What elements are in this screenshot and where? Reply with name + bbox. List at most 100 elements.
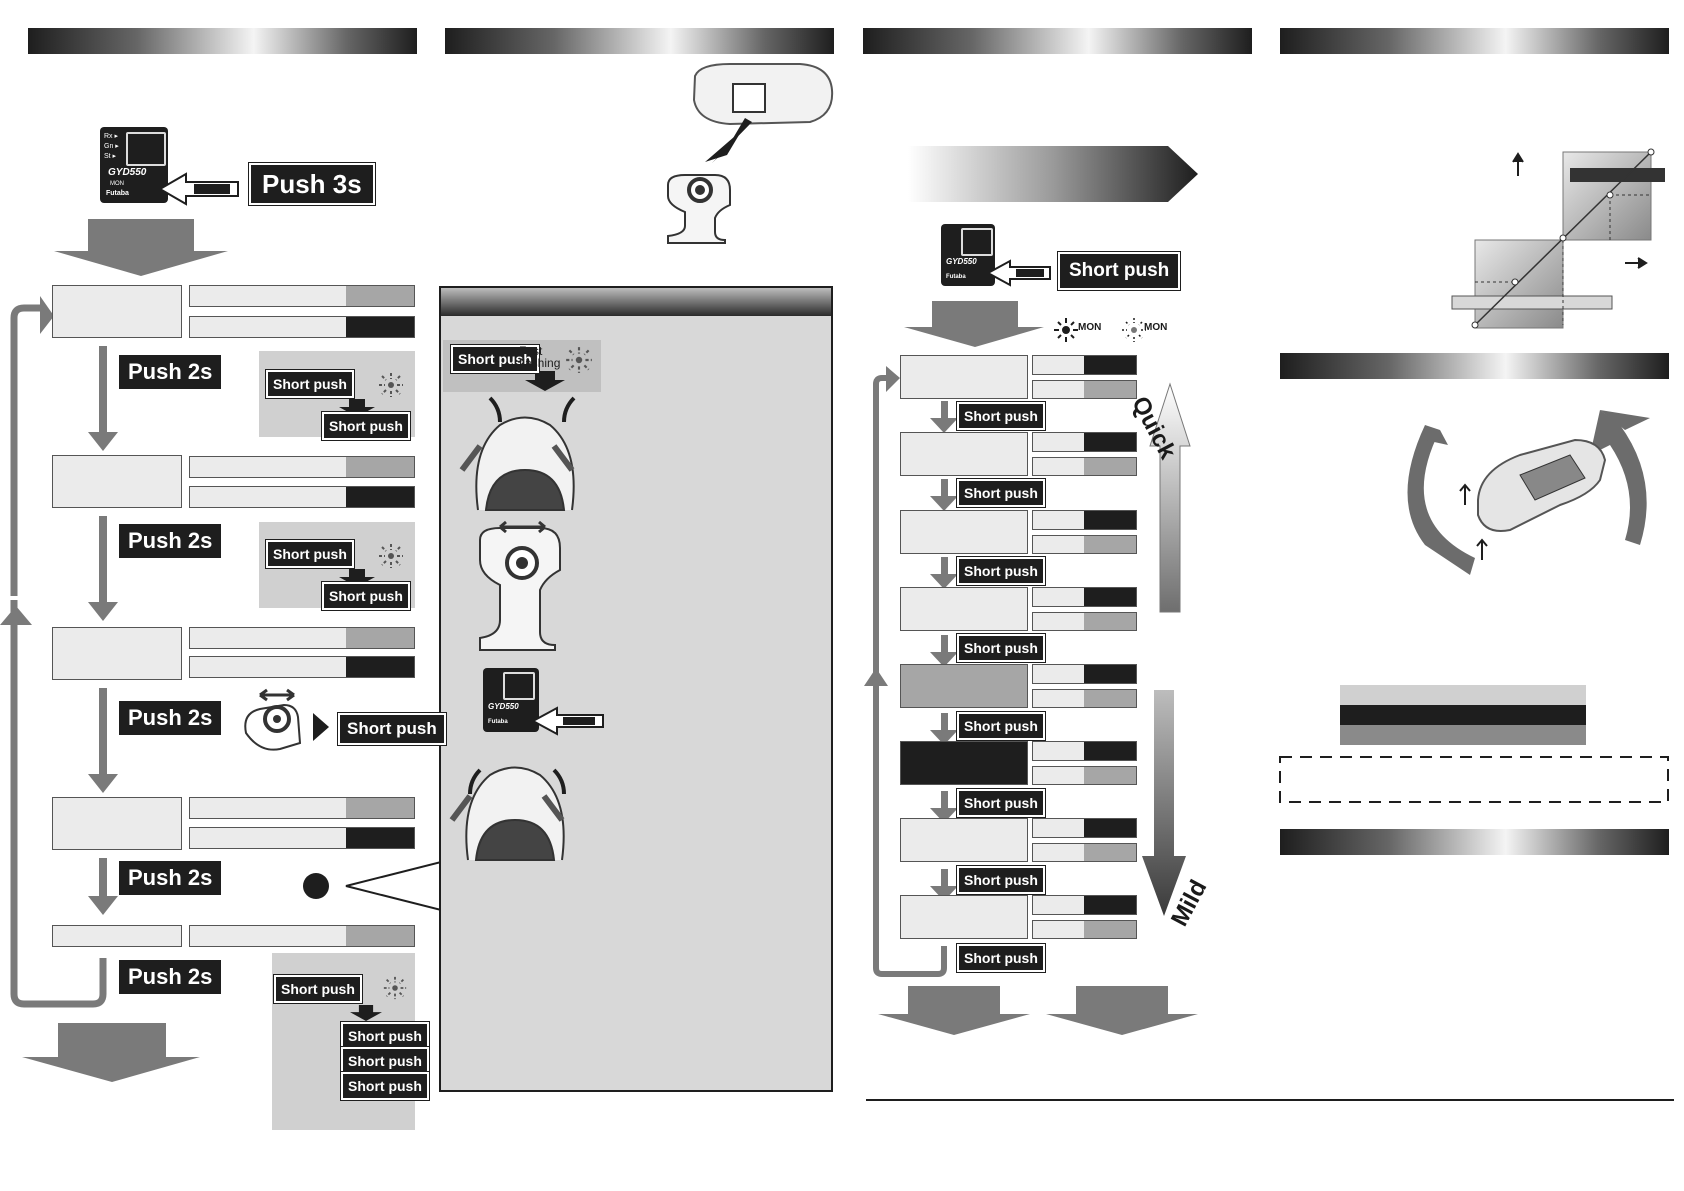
menu-box-3 xyxy=(52,627,182,680)
car-top-view xyxy=(692,63,834,163)
section-header-1 xyxy=(28,28,417,54)
short-push-label: Short push xyxy=(324,584,408,608)
gradient-arrow xyxy=(908,146,1198,202)
short-push-label: Short push xyxy=(340,715,444,743)
gain-row-5 xyxy=(900,664,1028,708)
transmitter-2 xyxy=(479,520,561,651)
car-front-view-2 xyxy=(449,766,566,861)
push-2s-label-3: Push 2s xyxy=(119,701,222,735)
col1-loop-line xyxy=(10,304,107,1008)
sub-panel-2: Short push Short push xyxy=(259,522,415,608)
gain-row-3 xyxy=(900,510,1028,554)
section-header-4 xyxy=(1280,28,1669,54)
setting-bar-1a xyxy=(189,285,415,307)
short-push-label: Short push xyxy=(1060,254,1179,288)
gain-bar-2a xyxy=(1032,432,1137,452)
gyd550-device-1: Rx ▸ Gn ▸ St ▸ GYD550 MON Futaba xyxy=(100,127,168,203)
short-push-label: Short push xyxy=(343,1074,427,1098)
mon-flash-icon-2 xyxy=(1122,318,1146,342)
device-brand: Futaba xyxy=(488,719,508,725)
push-2s-label-1: Push 2s xyxy=(119,355,222,389)
flash-icon xyxy=(564,345,594,375)
device-brand: Futaba xyxy=(946,274,966,280)
section-header-5 xyxy=(1280,353,1669,379)
right-arrow-icon xyxy=(313,713,329,741)
section-header-2 xyxy=(445,28,834,54)
section-header-6 xyxy=(1280,829,1669,855)
callout-dot xyxy=(303,873,329,899)
short-push-label: Short push xyxy=(959,636,1043,660)
push-pin-arrow-1 xyxy=(160,172,242,206)
gyd550-device-3: GYD550 Futaba xyxy=(483,668,539,732)
mild-arrow xyxy=(1142,690,1186,916)
gain-bar-dark xyxy=(1340,705,1586,725)
setting-bar-4a xyxy=(189,797,415,819)
push-2s-label-2: Push 2s xyxy=(119,524,222,558)
gain-bar-light xyxy=(1340,685,1586,705)
setting-bar-4b xyxy=(189,827,415,849)
gain-bar-8a xyxy=(1032,895,1137,915)
push-2s-label-4: Push 2s xyxy=(119,861,222,895)
menu-box-2 xyxy=(52,455,182,508)
gain-bar-3a xyxy=(1032,510,1137,530)
flash-icon xyxy=(377,371,405,399)
device-model: GYD550 xyxy=(488,702,519,711)
flash-icon xyxy=(377,542,405,570)
push-3s-label: Push 3s xyxy=(251,165,373,203)
device-mon: MON xyxy=(110,181,124,187)
gain-bar-5a xyxy=(1032,664,1137,684)
response-graph xyxy=(1451,148,1665,329)
short-push-label: Short push xyxy=(959,946,1043,970)
gain-row-8 xyxy=(900,895,1028,939)
short-push-label: Short push xyxy=(324,414,408,438)
quick-arrow xyxy=(1149,382,1191,613)
menu-box-4 xyxy=(52,797,182,850)
gain-bar-5b xyxy=(1032,689,1137,708)
device-ports: Rx ▸ Gn ▸ St ▸ xyxy=(104,133,119,160)
push-pin-arrow-2 xyxy=(988,259,1054,287)
push-2s-label-5: Push 2s xyxy=(119,960,222,994)
fast-flashing-text: Fast flashing xyxy=(519,344,561,370)
device-model: GYD550 xyxy=(946,257,977,266)
spin-illustration xyxy=(1407,410,1650,575)
gain-row-1 xyxy=(900,355,1028,399)
short-push-label: Short push xyxy=(959,868,1043,892)
short-push-label: Short push xyxy=(268,542,352,566)
short-push-label: Short push xyxy=(453,347,537,371)
setting-bar-3a xyxy=(189,627,415,649)
menu-box-5 xyxy=(52,925,182,947)
gain-row-4 xyxy=(900,587,1028,631)
gain-bar-1a xyxy=(1032,355,1137,375)
device-brand: Futaba xyxy=(106,190,129,197)
setting-bar-5a xyxy=(189,925,415,947)
gyd550-device-2: GYD550 Futaba xyxy=(941,224,995,286)
gain-bar-1b xyxy=(1032,380,1137,399)
short-push-label: Short push xyxy=(276,977,360,1001)
short-push-label: Short push xyxy=(959,714,1043,738)
setting-bar-2a xyxy=(189,456,415,478)
car-front-view-1 xyxy=(459,396,576,511)
gain-row-6 xyxy=(900,741,1028,785)
gain-row-2 xyxy=(900,432,1028,476)
gain-bar-4b xyxy=(1032,612,1137,631)
flash-icon xyxy=(382,975,408,1001)
short-push-label: Short push xyxy=(959,481,1043,505)
short-push-label: Short push xyxy=(959,559,1043,583)
sub-panel-3: Short push Short push Short push Short p… xyxy=(272,953,427,1130)
down-arrow-icon xyxy=(339,399,375,417)
gain-bar-3b xyxy=(1032,535,1137,554)
gain-bar-8b xyxy=(1032,920,1137,939)
gain-bar-6a xyxy=(1032,741,1137,761)
gain-bar-mid xyxy=(1340,725,1586,745)
push-pin-arrow-3 xyxy=(533,706,607,736)
steering-wheel-icon xyxy=(240,683,312,755)
gain-bar-6b xyxy=(1032,766,1137,785)
col3-loop-line xyxy=(873,375,947,977)
gain-bar-2b xyxy=(1032,457,1137,476)
dashed-note-box xyxy=(1279,756,1669,803)
short-push-label: Short push xyxy=(343,1024,427,1048)
section-header-3 xyxy=(863,28,1252,54)
gain-row-7 xyxy=(900,818,1028,862)
short-push-label: Short push xyxy=(343,1049,427,1073)
col3-arrows xyxy=(878,301,1198,1035)
